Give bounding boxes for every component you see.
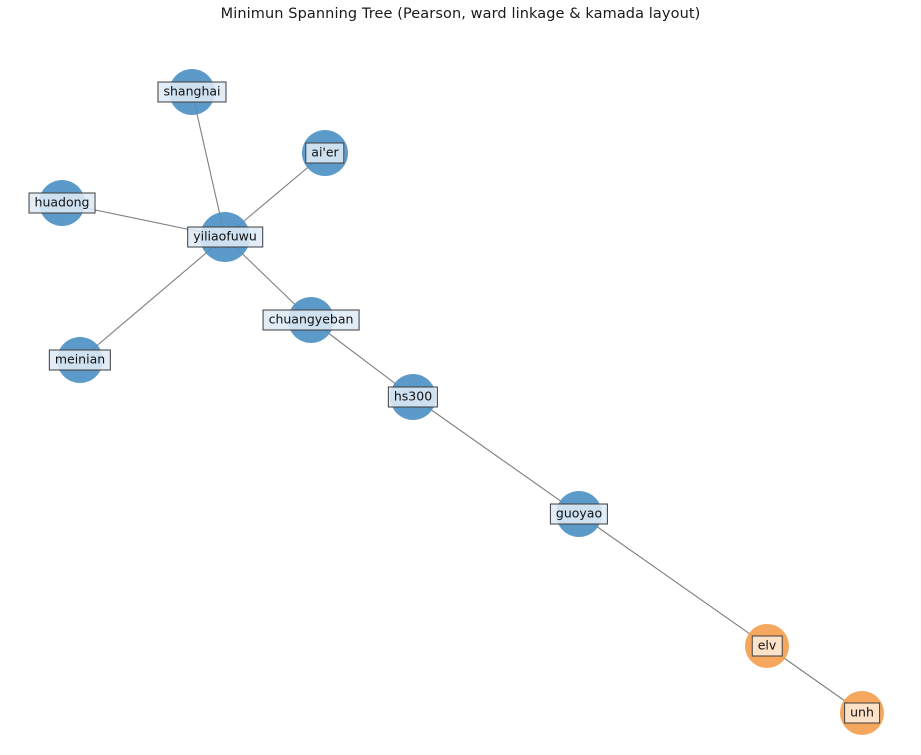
graph-node-label: yiliaofuwu (187, 226, 263, 248)
graph-node-label: hs300 (387, 386, 439, 408)
graph-node-label: unh (844, 702, 880, 724)
graph-node-label: elv (751, 635, 783, 657)
graph-edge (578, 513, 768, 647)
graph-node-label: huadong (28, 192, 96, 214)
graph-edge (412, 396, 580, 515)
graph-node-label: ai'er (305, 142, 345, 164)
graph-node-label: shanghai (157, 81, 227, 103)
graph-node-label: chuangyeban (262, 309, 360, 331)
edges-layer (61, 91, 863, 714)
graph-edge (79, 236, 226, 361)
graph-node-label: guoyao (549, 503, 609, 525)
page-title: Minimun Spanning Tree (Pearson, ward lin… (220, 6, 701, 22)
graph-node-label: meinian (48, 349, 112, 371)
